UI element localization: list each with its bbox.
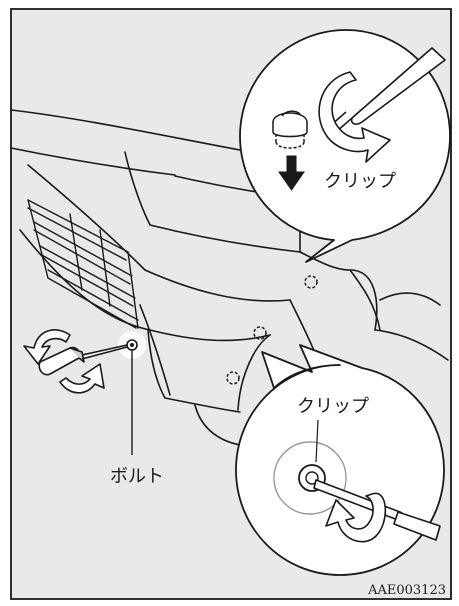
clip-position-3	[226, 371, 240, 385]
top-callout: クリップ	[239, 29, 451, 263]
screwdriver-icon	[38, 344, 128, 376]
figure-code: AAE003123	[367, 583, 446, 598]
rotation-arrow-icon	[318, 71, 391, 163]
clip-icon	[273, 419, 347, 515]
clip-label-bottom: クリップ	[297, 396, 369, 417]
rotation-arrow-icon	[23, 329, 105, 394]
bolt-label: ボルト	[110, 466, 164, 487]
clip-position-2	[253, 326, 267, 340]
clip-icon	[272, 110, 308, 149]
clip-locations	[226, 275, 318, 385]
clip-label-top: クリップ	[324, 171, 396, 192]
down-arrow-icon	[278, 155, 305, 191]
bottom-callout: クリップ	[235, 344, 445, 576]
grille	[27, 199, 139, 329]
rotation-arrow-icon	[325, 492, 387, 543]
clip-position-1	[304, 275, 318, 289]
